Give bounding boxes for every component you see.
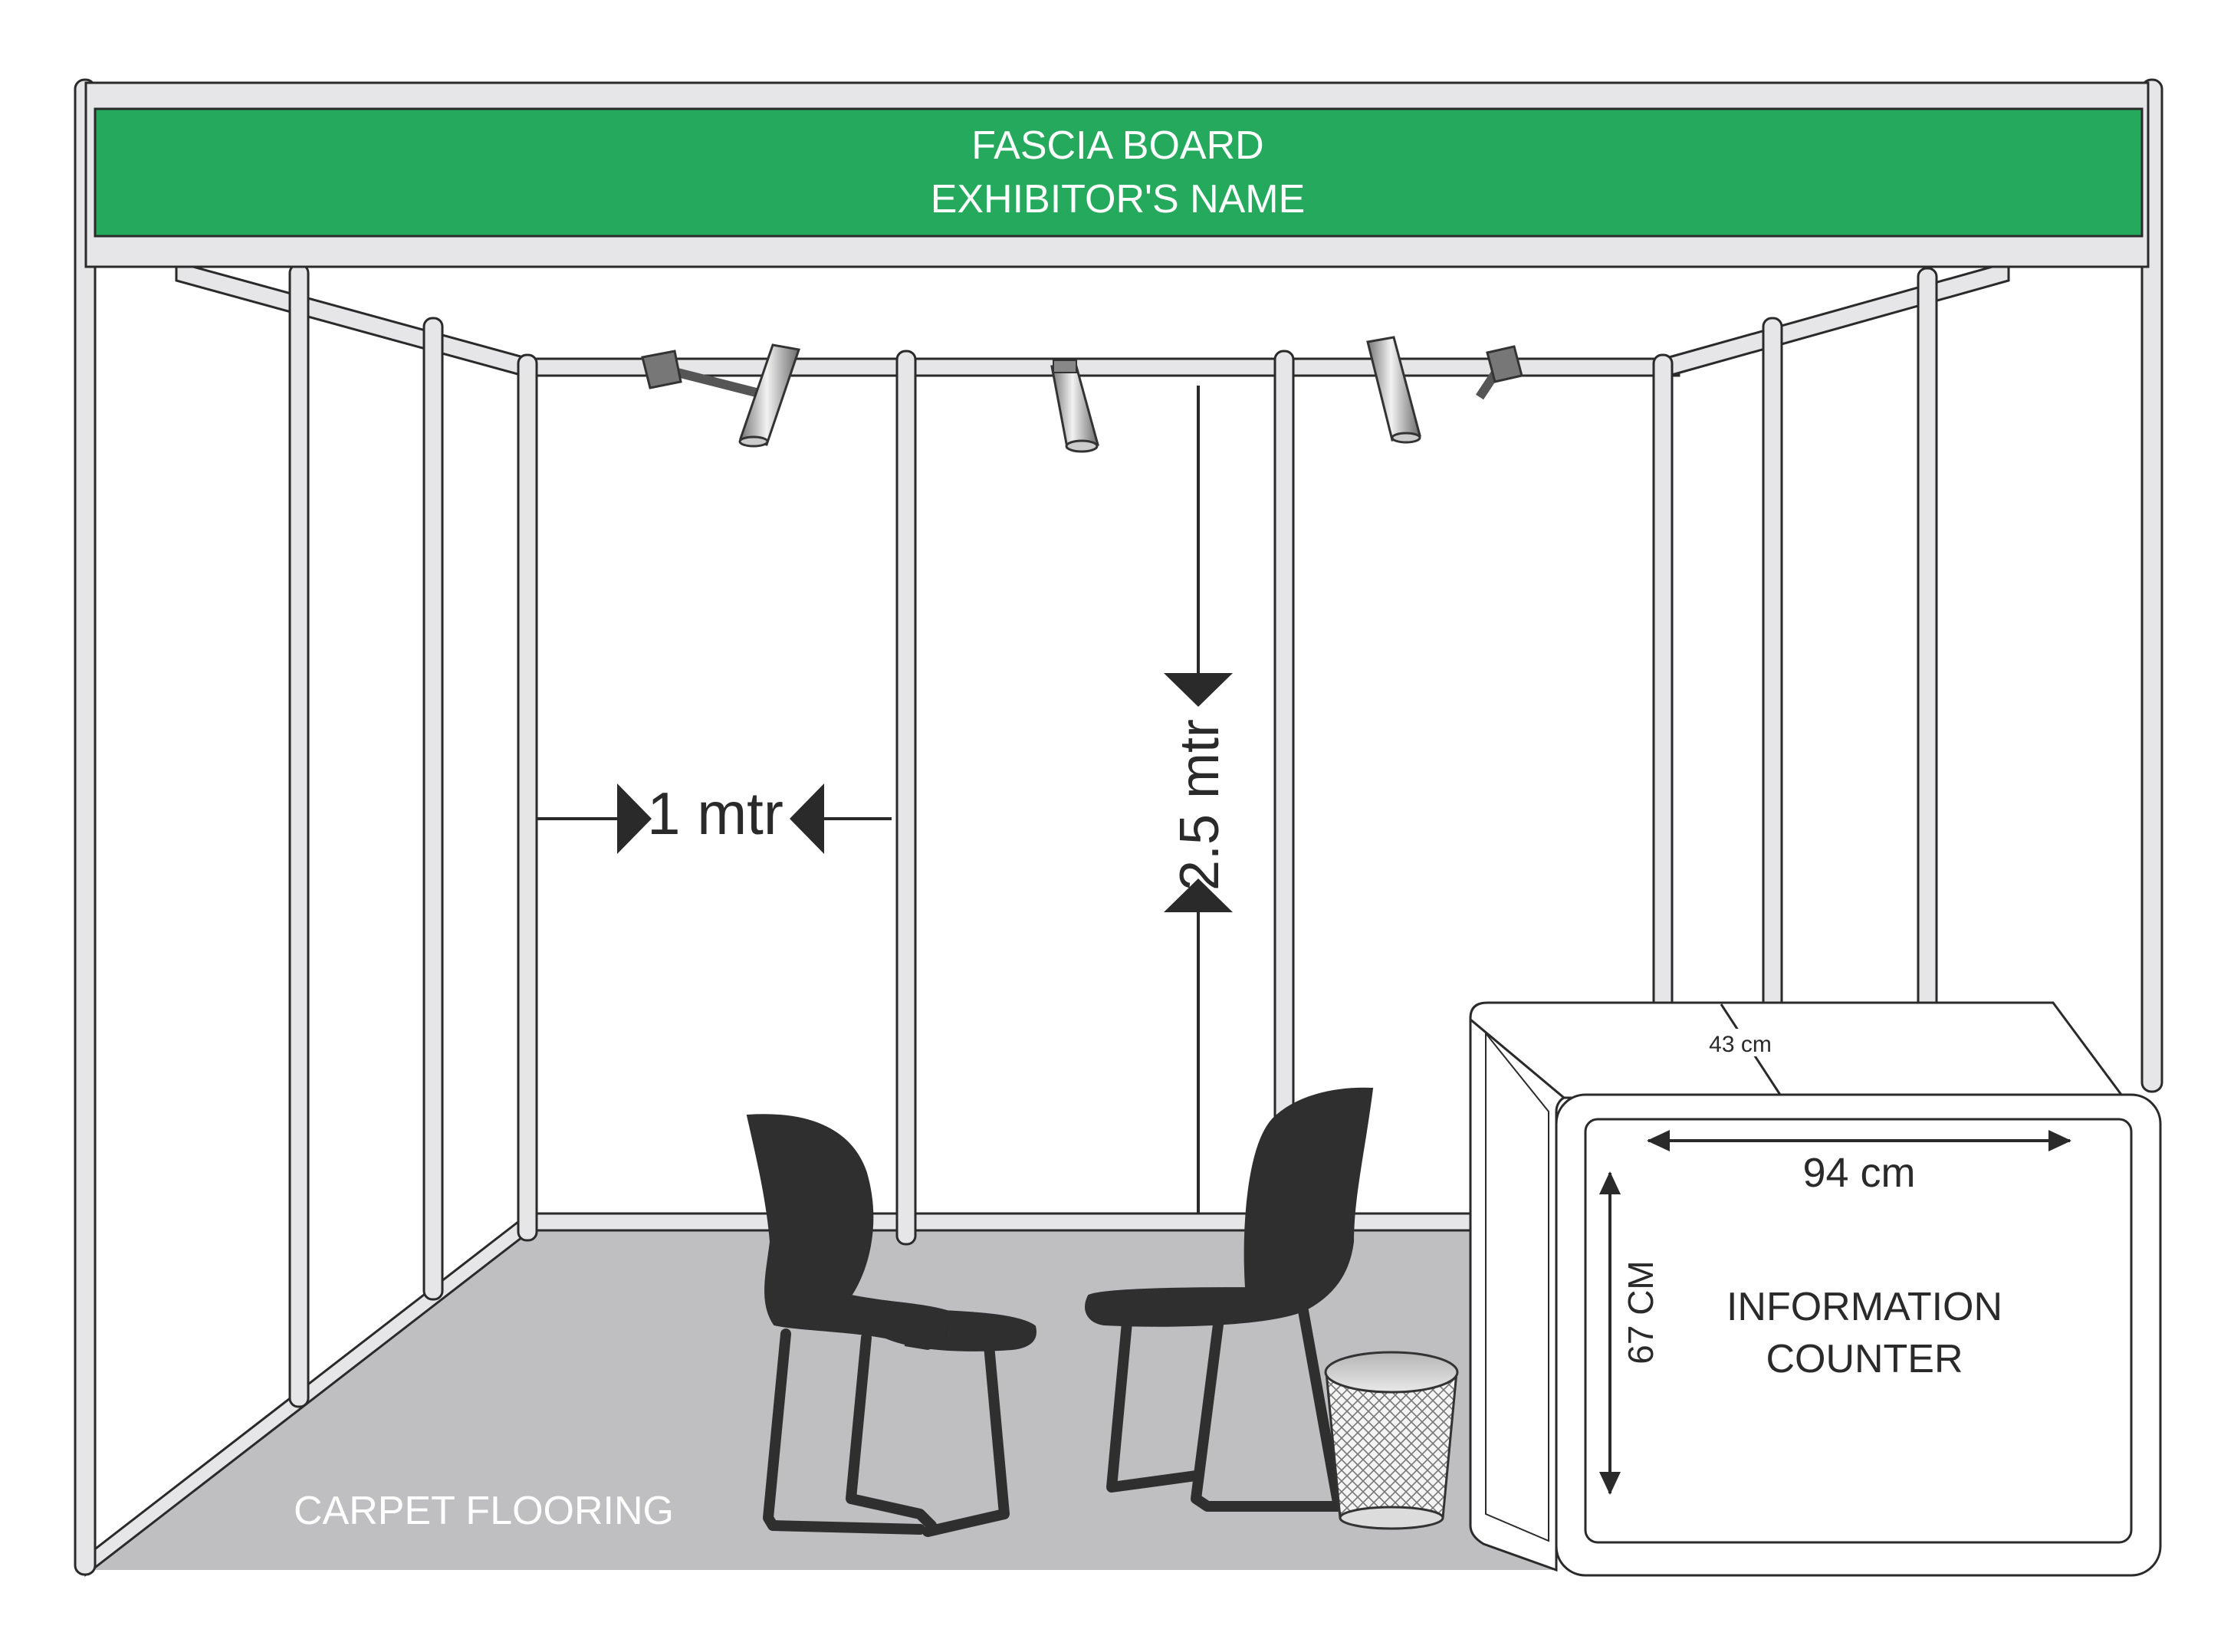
counter-title-line1: INFORMATION [1726,1285,2002,1329]
fascia-exhibitor-name: EXHIBITOR'S NAME [931,177,1306,222]
counter-height-label: 67 CM [1621,1260,1661,1364]
arrow-down-icon [1599,1472,1621,1495]
arrow-up-icon [1599,1171,1621,1194]
arrow-up-icon [1164,879,1233,912]
post-right-1 [1762,317,1783,1023]
fascia-title: FASCIA BOARD [971,123,1263,168]
arrow-left-icon [790,783,824,854]
counter-title-line2: COUNTER [1766,1337,1963,1381]
waste-bin [1324,1351,1459,1530]
post-left-2 [422,317,444,1301]
counter-width-label: 94 cm [1802,1150,1915,1196]
post-front-left [74,78,97,1576]
information-counter: 43 cm 94 cm 67 CM INFORMATION COUNTER [1469,1001,2162,1577]
width-label: 1 mtr [647,780,784,847]
post-left-1 [288,263,310,1408]
spotlight-right [1366,336,1523,444]
arrow-down-icon [1164,673,1233,707]
spotlight-left [641,343,800,448]
post-back-right [1652,353,1674,1023]
arrow-left-icon [1647,1130,1670,1151]
spotlight-center [1050,360,1099,453]
post-back-left [517,353,538,1242]
height-label: 2.5 mtr [1169,719,1230,891]
right-wall-top-rail [1662,261,2010,379]
chair-right [1085,1087,1374,1512]
arrow-right-icon [617,783,652,854]
chair-left [746,1114,1037,1537]
height-dimension: 2.5 mtr [1164,386,1233,1214]
counter-front-inset [1584,1118,2133,1544]
arrow-right-icon [2048,1130,2071,1151]
post-back-mid-1 [895,350,917,1246]
post-front-right [2140,78,2163,1093]
counter-depth-label: 43 cm [1709,1032,1772,1057]
fascia-board [94,107,2144,238]
frame-posts [74,78,2163,1576]
carpet-flooring-label: CARPET FLOORING [294,1489,674,1533]
width-dimension: 1 mtr [537,780,892,854]
left-wall-top-rail [175,261,531,379]
back-wall-bottom-rail [527,1212,1588,1232]
post-right-2 [1917,267,1938,1023]
